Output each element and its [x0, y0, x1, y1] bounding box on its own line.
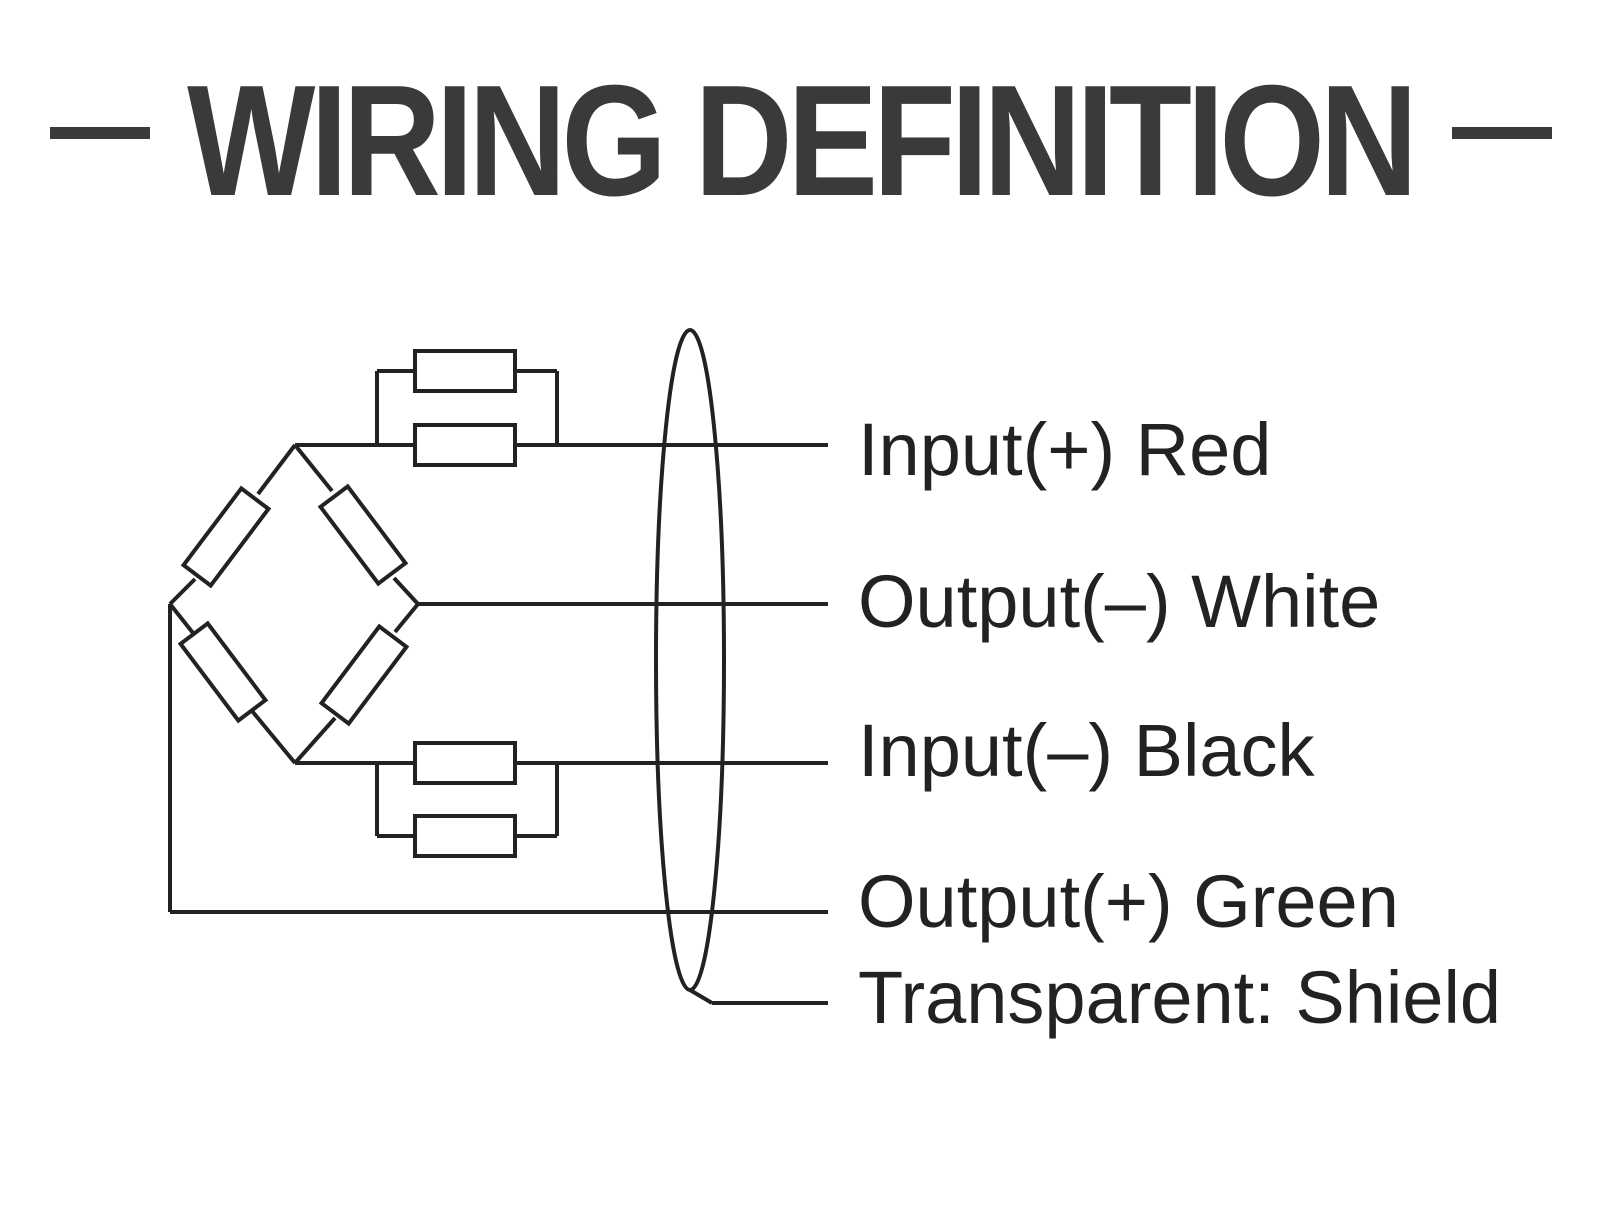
input-minus-resistor-upper	[413, 741, 517, 785]
wire-label-output-minus: Output(–) White	[858, 560, 1380, 643]
bridge-resistor-top-right	[317, 483, 409, 587]
wire-label-shield: Transparent: Shield	[858, 956, 1501, 1039]
page-title: WIRING DEFINITION	[187, 53, 1418, 229]
input-minus-resistor-lower	[413, 814, 517, 858]
wire-label-input-minus: Input(–) Black	[858, 709, 1316, 792]
bridge-resistor-top-left	[180, 485, 272, 589]
title-right-dash	[1452, 127, 1552, 139]
input-minus-resistor-pair	[295, 741, 828, 858]
input-plus-resistor-upper	[413, 349, 517, 393]
wire-label-input-plus: Input(+) Red	[858, 408, 1271, 491]
cable-shield-ellipse	[654, 328, 726, 992]
shield-wire	[688, 988, 828, 1005]
input-plus-resistor-lower	[413, 423, 517, 467]
bridge-resistor-bottom-right	[318, 623, 410, 727]
bridge-resistor-bottom-left	[177, 620, 269, 724]
title-left-dash	[50, 127, 150, 139]
bridge-diamond	[168, 443, 420, 765]
output-plus-wire	[168, 604, 828, 914]
wire-label-output-plus: Output(+) Green	[858, 860, 1399, 943]
input-plus-resistor-pair	[295, 349, 828, 467]
